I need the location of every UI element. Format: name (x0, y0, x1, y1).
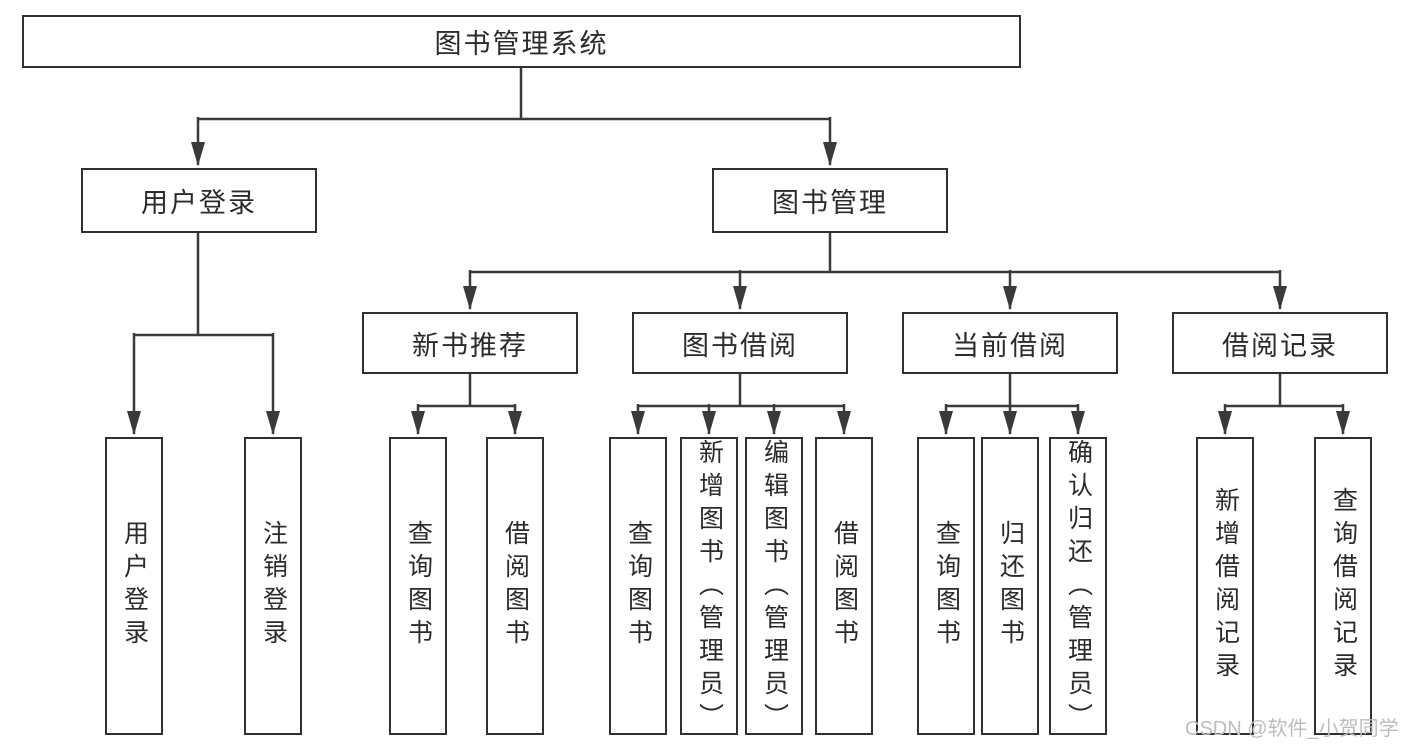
node-current-borrow: 当前借阅 (902, 312, 1118, 374)
leaf-borrow-books: 借阅图书 (815, 437, 873, 735)
leaf-query-books-borrow: 查询图书 (609, 437, 667, 735)
leaf-return-books: 归还图书 (981, 437, 1039, 735)
node-new-book-recommend: 新书推荐 (362, 312, 578, 374)
node-borrow-records: 借阅记录 (1172, 312, 1388, 374)
leaf-add-books-admin: 新增图书（管理员） (680, 437, 738, 736)
leaf-logout: 注销登录 (244, 437, 302, 735)
leaf-borrow-books-recommend: 借阅图书 (486, 437, 544, 735)
node-user-login: 用户登录 (81, 168, 317, 233)
leaf-edit-books-admin: 编辑图书（管理员） (745, 437, 803, 736)
node-book-borrow: 图书借阅 (632, 312, 848, 374)
leaf-confirm-return-admin: 确认归还（管理员） (1049, 437, 1107, 736)
node-book-management: 图书管理 (712, 168, 948, 233)
leaf-user-login: 用户登录 (105, 437, 163, 735)
leaf-query-books-recommend: 查询图书 (389, 437, 447, 735)
node-root-system: 图书管理系统 (22, 15, 1021, 68)
leaf-add-borrow-record: 新增借阅记录 (1196, 437, 1254, 735)
csdn-watermark: CSDN @软件_小贺同学 (1185, 718, 1399, 740)
leaf-query-borrow-record: 查询借阅记录 (1314, 437, 1372, 735)
leaf-query-books-current: 查询图书 (917, 437, 975, 735)
